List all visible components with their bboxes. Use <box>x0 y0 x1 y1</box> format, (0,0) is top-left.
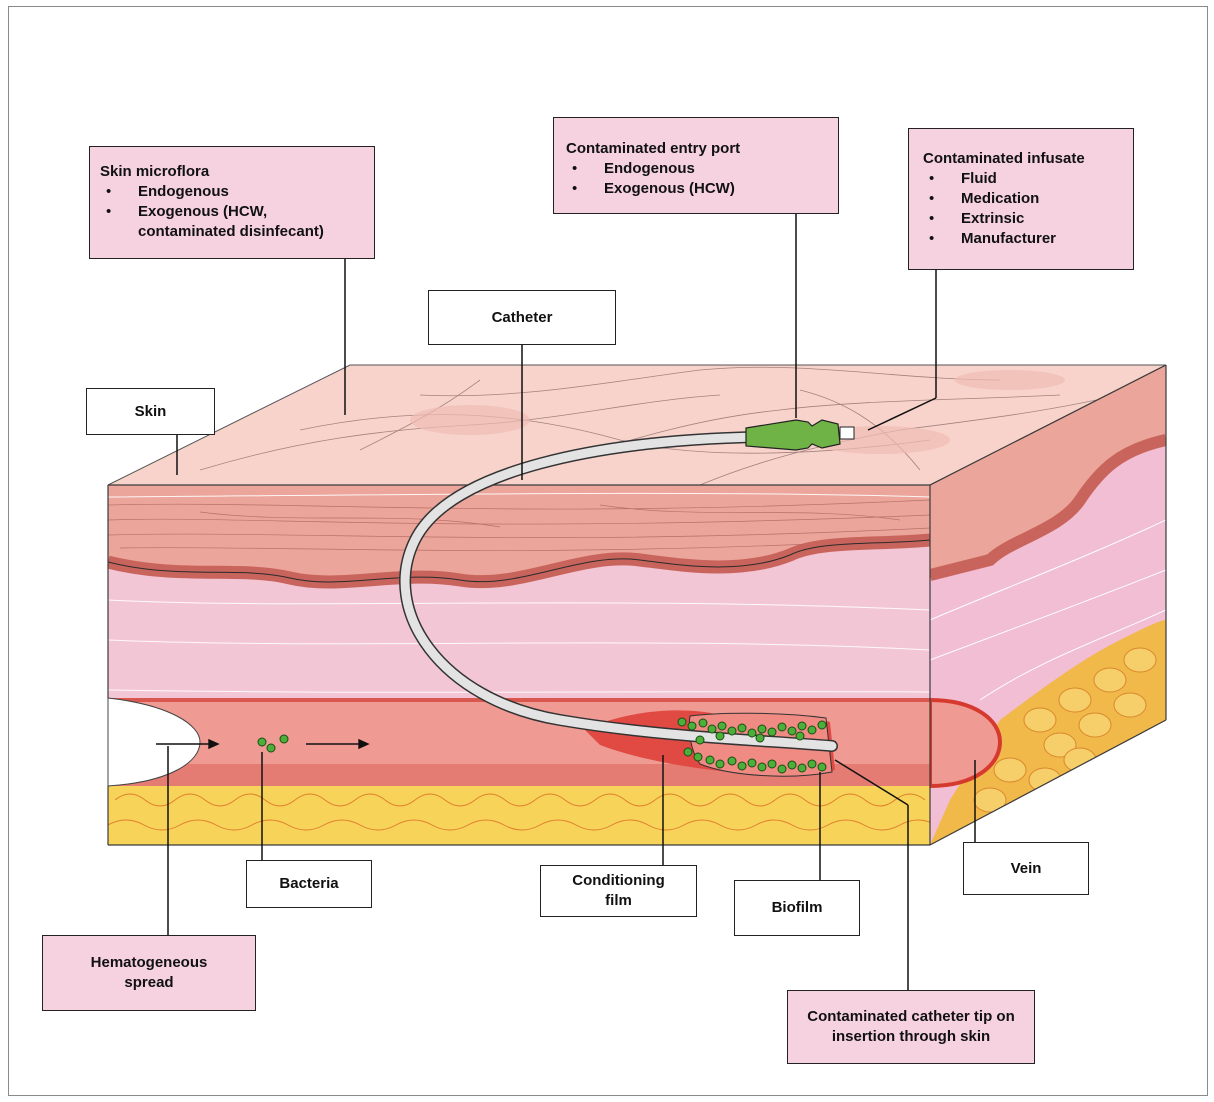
bacterium <box>728 757 736 765</box>
bacterium <box>768 728 776 736</box>
bacterium <box>798 764 806 772</box>
bacterium <box>778 765 786 773</box>
bacterium <box>748 759 756 767</box>
callout-text: Hematogeneous spread <box>73 953 225 993</box>
callout-hematogeneous-spread: Hematogeneous spread <box>42 935 256 1011</box>
bacterium <box>756 734 764 742</box>
list-item: Medication <box>923 189 1125 209</box>
bacterium <box>758 763 766 771</box>
list-item: Endogenous <box>100 182 366 202</box>
bacterium <box>738 724 746 732</box>
bacterium <box>778 723 786 731</box>
bullet-list: Endogenous Exogenous (HCW) <box>566 159 830 199</box>
bacterium <box>684 748 692 756</box>
bacterium <box>716 732 724 740</box>
bacterium <box>798 722 806 730</box>
bacterium <box>716 760 724 768</box>
bacterium <box>788 761 796 769</box>
list-item: Exogenous (HCW, contaminated disinfecant… <box>100 202 366 242</box>
bacterium <box>768 760 776 768</box>
callout-title: Contaminated infusate <box>923 149 1125 169</box>
list-item: Exogenous (HCW) <box>566 179 830 199</box>
callout-title: Contaminated entry port <box>566 139 830 159</box>
bacterium <box>694 753 702 761</box>
bacterium <box>678 718 686 726</box>
label-text: Vein <box>1011 859 1042 879</box>
label-catheter: Catheter <box>428 290 616 345</box>
callout-contaminated-catheter-tip: Contaminated catheter tip on insertion t… <box>787 990 1035 1064</box>
label-biofilm: Biofilm <box>734 880 860 936</box>
label-bacteria: Bacteria <box>246 860 372 908</box>
bullet-list: Fluid Medication Extrinsic Manufacturer <box>923 169 1125 249</box>
bullet-list: Endogenous Exogenous (HCW, contaminated … <box>100 182 366 242</box>
bacterium <box>688 722 696 730</box>
label-conditioning-film: Conditioning film <box>540 865 697 917</box>
callout-title: Skin microflora <box>100 162 366 182</box>
bacterium <box>708 725 716 733</box>
list-item: Extrinsic <box>923 209 1125 229</box>
list-item: Manufacturer <box>923 229 1125 249</box>
bacterium <box>788 727 796 735</box>
bacterium <box>808 726 816 734</box>
callout-text: Contaminated catheter tip on insertion t… <box>798 1007 1024 1047</box>
callout-contaminated-infusate: Contaminated infusate Fluid Medication E… <box>908 128 1134 270</box>
label-vein: Vein <box>963 842 1089 895</box>
bacterium <box>738 762 746 770</box>
label-skin: Skin <box>86 388 215 435</box>
bacterium <box>818 763 826 771</box>
bacterium <box>748 729 756 737</box>
list-item: Fluid <box>923 169 1125 189</box>
label-text: Bacteria <box>279 874 338 894</box>
bacterium <box>706 756 714 764</box>
bacterium <box>699 719 707 727</box>
bacterium <box>728 727 736 735</box>
bacterium <box>818 721 826 729</box>
tissue-front-face <box>108 485 948 845</box>
callout-skin-microflora: Skin microflora Endogenous Exogenous (HC… <box>89 146 375 259</box>
bacterium <box>758 725 766 733</box>
label-text: Skin <box>135 402 167 422</box>
list-item: Endogenous <box>566 159 830 179</box>
bacterium <box>796 732 804 740</box>
label-text: Biofilm <box>772 898 823 918</box>
bacterium <box>696 736 704 744</box>
callout-contaminated-entry-port: Contaminated entry port Endogenous Exoge… <box>553 117 839 214</box>
label-text: Conditioning film <box>561 871 676 911</box>
bacterium <box>718 722 726 730</box>
label-text: Catheter <box>492 308 553 328</box>
bacterium <box>808 760 816 768</box>
